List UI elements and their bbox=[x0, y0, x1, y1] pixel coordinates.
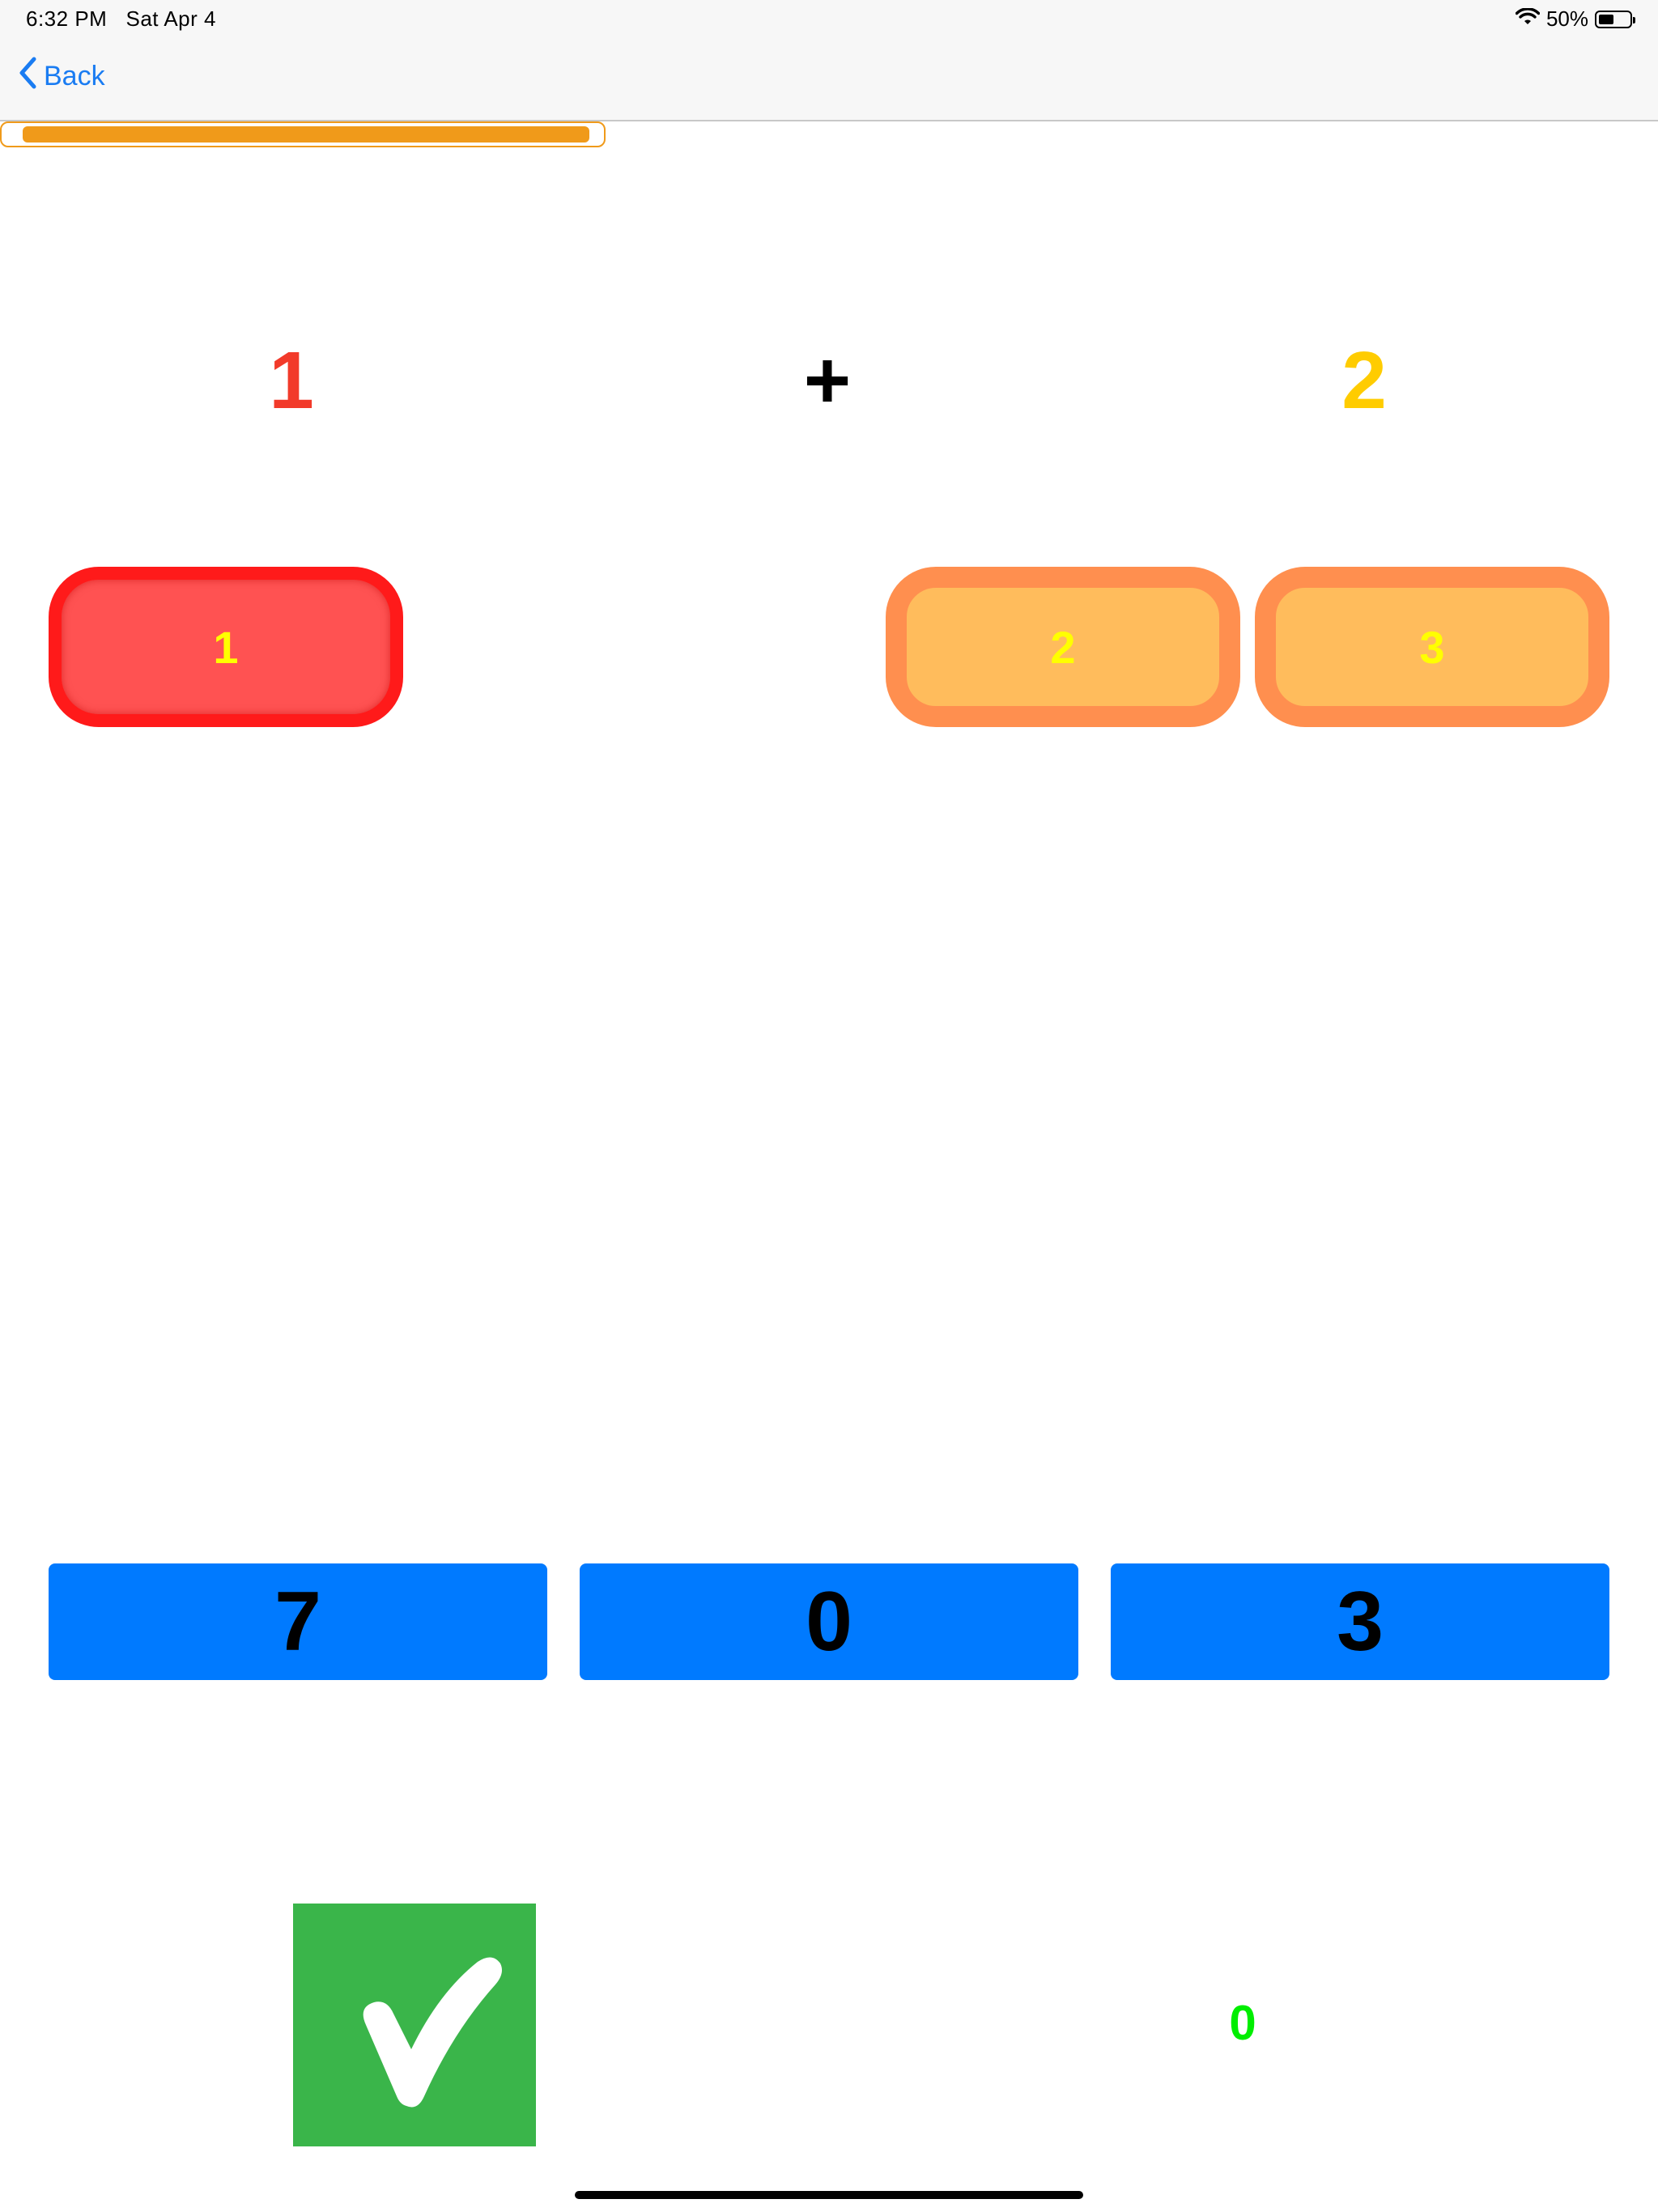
counter-label: 3 bbox=[1419, 621, 1445, 673]
progress-fill bbox=[23, 126, 589, 143]
answer-label: 7 bbox=[274, 1574, 321, 1669]
chevron-left-icon bbox=[18, 57, 37, 96]
progress-bar bbox=[0, 121, 606, 147]
navigation-bar: 6:32 PM Sat Apr 4 50% Back bbox=[0, 0, 1658, 121]
checkmark-icon bbox=[363, 1957, 502, 2108]
check-button[interactable] bbox=[293, 1904, 536, 2146]
counter-block-right-1: 2 bbox=[886, 567, 1240, 727]
right-operand: 2 bbox=[1341, 335, 1387, 426]
answer-button-1[interactable]: 7 bbox=[49, 1563, 547, 1680]
counter-block-right-2: 3 bbox=[1255, 567, 1609, 727]
status-time: 6:32 PM bbox=[26, 6, 108, 31]
status-date: Sat Apr 4 bbox=[125, 6, 216, 31]
wifi-icon bbox=[1515, 6, 1541, 32]
counter-label: 2 bbox=[1050, 621, 1076, 673]
status-indicators: 50% bbox=[1515, 6, 1635, 32]
counter-block-left-1: 1 bbox=[49, 567, 403, 727]
back-label: Back bbox=[44, 61, 105, 91]
answer-button-2[interactable]: 0 bbox=[580, 1563, 1078, 1680]
back-button[interactable]: Back bbox=[18, 57, 105, 96]
answer-label: 3 bbox=[1337, 1574, 1384, 1669]
battery-fill bbox=[1599, 14, 1613, 24]
operator-sign: + bbox=[803, 335, 852, 426]
counter-label: 1 bbox=[213, 621, 239, 673]
left-operand: 1 bbox=[269, 335, 314, 426]
battery-percent: 50% bbox=[1545, 6, 1588, 31]
battery-icon bbox=[1595, 10, 1635, 28]
home-indicator[interactable] bbox=[575, 2191, 1083, 2199]
answer-button-3[interactable]: 3 bbox=[1111, 1563, 1609, 1680]
status-time-date: 6:32 PM Sat Apr 4 bbox=[26, 6, 216, 32]
score-counter: 0 bbox=[1229, 1996, 1256, 2050]
answer-label: 0 bbox=[806, 1574, 852, 1669]
